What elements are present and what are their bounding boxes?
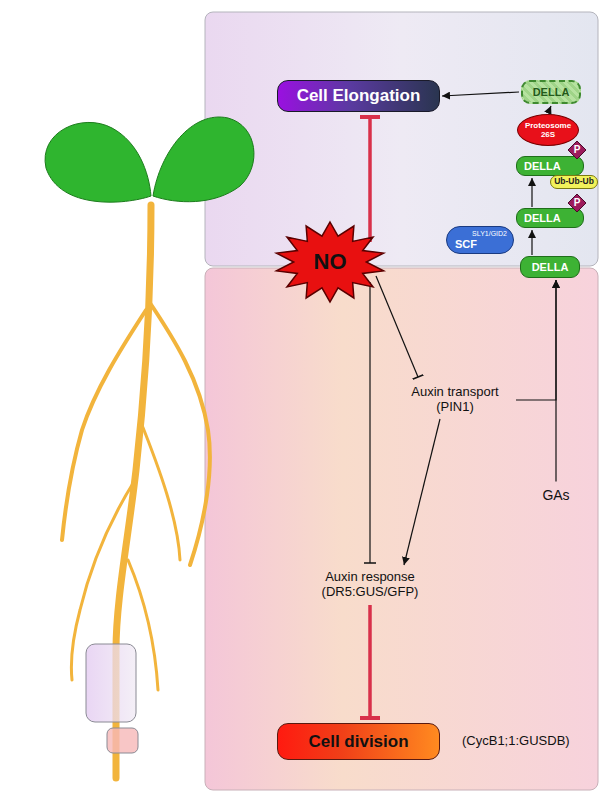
- hormone-label: GAs: [538, 485, 574, 506]
- signal-starburst: NO: [275, 222, 385, 302]
- node-text: GAs: [542, 487, 569, 503]
- node-text: P: [574, 144, 581, 156]
- phosphate-diamond: P: [568, 141, 586, 159]
- lateral-root: [148, 300, 210, 565]
- activation-arrow: [555, 280, 556, 482]
- activation-arrow: [531, 178, 532, 207]
- elongation-zone-panel: [205, 12, 598, 266]
- inhibition-connector: [376, 276, 418, 377]
- reporter-label: (CycB1;1:GUSDB): [462, 733, 570, 748]
- activation-arrow: [442, 92, 519, 96]
- process-box: Cell division: [277, 723, 440, 760]
- lateral-root: [62, 310, 146, 540]
- node-text: DELLA: [532, 261, 569, 274]
- node-text: DELLA: [524, 160, 561, 173]
- node-text: DELLA: [524, 212, 561, 225]
- node-text: DELLA: [533, 86, 570, 99]
- inhibition-connector: [369, 282, 370, 563]
- node-text: Proteosome 26S: [524, 121, 572, 139]
- elongation-zone-marker: [86, 644, 136, 722]
- process-label: Auxin response (DR5:GUS/GFP): [310, 568, 430, 602]
- activation-arrow: [531, 230, 532, 255]
- process-label: Auxin transport (PIN1): [397, 383, 513, 417]
- protein-box: DELLA: [516, 208, 584, 228]
- node-text: P: [574, 197, 581, 209]
- proteasome-ellipse: Proteosome 26S: [517, 114, 579, 146]
- inhibition-connector: [368, 117, 372, 242]
- seedling: [45, 117, 254, 778]
- cotyledon: [153, 117, 254, 202]
- activation-arrow: [404, 419, 440, 565]
- node-text: Ub-Ub-Ub: [554, 177, 594, 187]
- division-zone-panel: [205, 268, 598, 790]
- node-text: NO: [314, 249, 347, 274]
- lateral-root: [140, 420, 180, 560]
- protein-box: DELLA: [516, 156, 584, 176]
- ubiquitin-tag: Ub-Ub-Ub: [550, 175, 598, 189]
- node-text: Auxin transport (PIN1): [397, 385, 513, 415]
- node-text: Cell Elongation: [297, 86, 421, 106]
- activation-arrow: [548, 106, 551, 113]
- process-box: Cell Elongation: [277, 80, 440, 112]
- division-zone-marker: [107, 728, 138, 753]
- cotyledon: [45, 122, 151, 202]
- node-text: Cell division: [308, 732, 408, 752]
- phosphate-diamond: P: [568, 194, 586, 212]
- complex-pill: SCFSLY1/GID2: [446, 226, 514, 254]
- degraded-protein-box: DELLA: [521, 80, 581, 104]
- activation-arrow: [516, 280, 556, 400]
- node-text: Auxin response (DR5:GUS/GFP): [310, 570, 430, 600]
- node-text: SCF: [455, 238, 477, 251]
- inhibition-connector: [368, 605, 372, 718]
- node-subtext: SLY1/GID2: [472, 230, 507, 238]
- protein-box: DELLA: [520, 256, 580, 278]
